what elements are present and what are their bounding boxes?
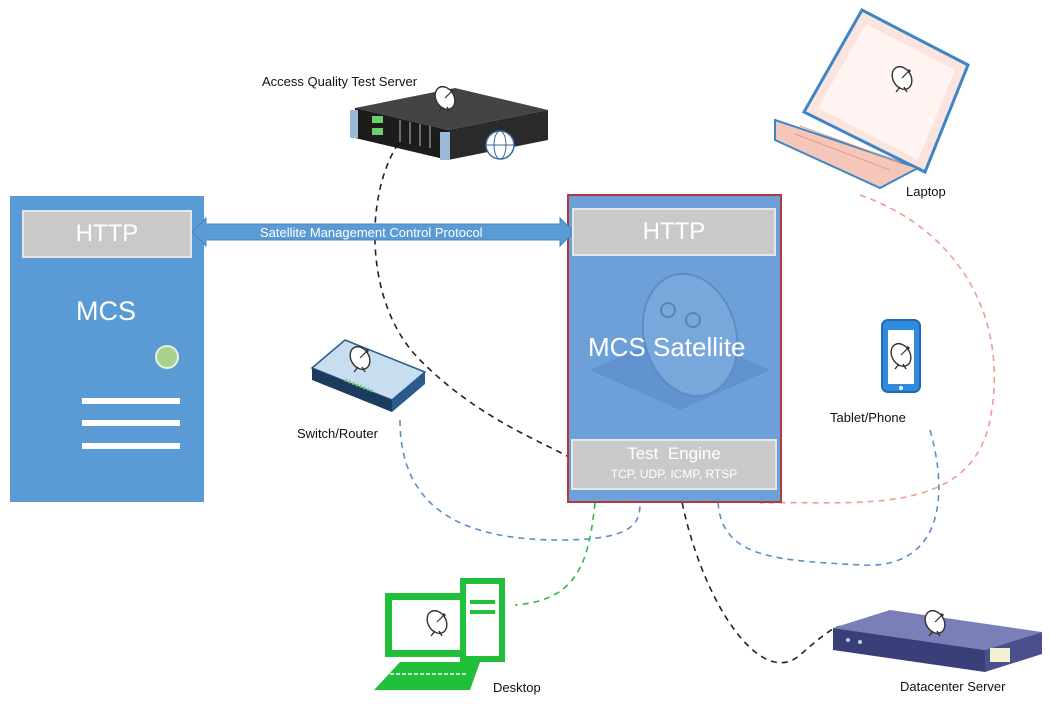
test-engine-box: Test Engine TCP, UDP, ICMP, RTSP bbox=[571, 439, 777, 490]
datacenter-connection bbox=[679, 491, 851, 664]
mcs-slot-2 bbox=[82, 420, 180, 426]
switch-connection bbox=[399, 419, 641, 541]
satellite-http-box: HTTP bbox=[572, 208, 776, 256]
tablet-label: Tablet/Phone bbox=[830, 410, 906, 425]
laptop-connection bbox=[759, 194, 996, 504]
satellite-http-label: HTTP bbox=[642, 218, 706, 245]
access-server-label: Access Quality Test Server bbox=[262, 74, 418, 89]
globe-icon bbox=[485, 130, 515, 160]
desktop-label: Desktop bbox=[493, 680, 541, 695]
mcs-status-light bbox=[155, 345, 179, 369]
control-protocol-label: Satellite Management Control Protocol bbox=[260, 225, 483, 240]
desktop-connection bbox=[514, 491, 597, 606]
laptop-icon bbox=[774, 8, 970, 190]
router-icon bbox=[310, 339, 427, 412]
datacenter-label: Datacenter Server bbox=[900, 679, 1006, 694]
mcs-http-label: HTTP bbox=[75, 220, 139, 247]
satellite-dish-watermark bbox=[590, 272, 770, 410]
engine-protocols: TCP, UDP, ICMP, RTSP bbox=[610, 467, 738, 481]
laptop-label: Laptop bbox=[906, 184, 946, 199]
access-server-connection bbox=[374, 134, 579, 463]
engine-title: Test Engine bbox=[627, 444, 721, 463]
mcs-title: MCS bbox=[76, 296, 136, 326]
satellite-title: MCS Satellite bbox=[588, 332, 746, 362]
switch-label: Switch/Router bbox=[297, 426, 378, 441]
mcs-slot-3 bbox=[82, 443, 180, 449]
mcs-http-box: HTTP bbox=[22, 210, 192, 258]
mcs-slot-1 bbox=[82, 398, 180, 404]
